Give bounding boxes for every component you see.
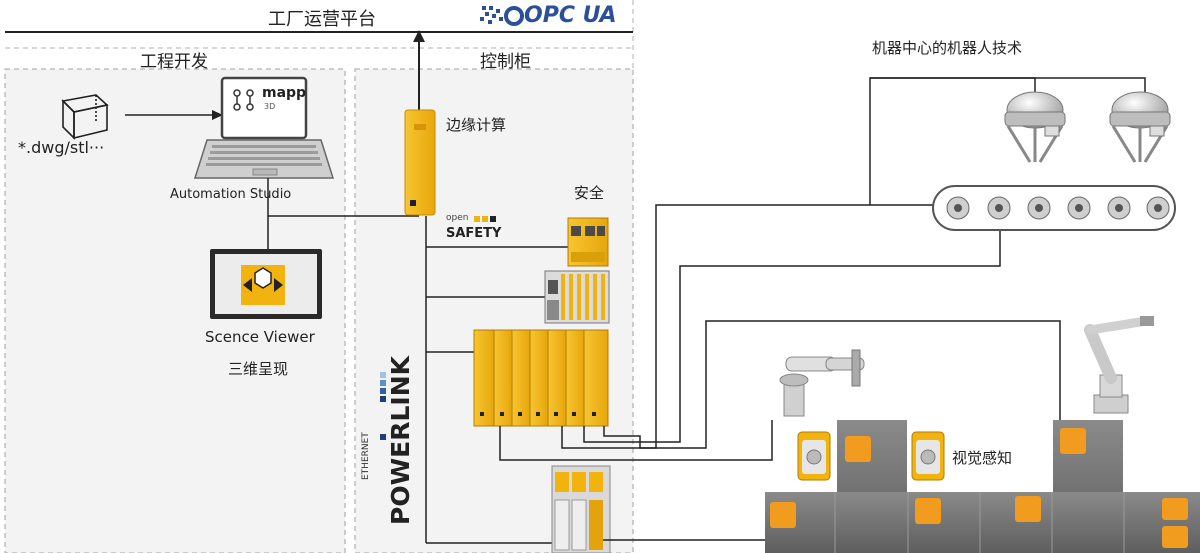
safety-module-1 <box>567 217 609 267</box>
ethernet-small-text: ETHERNET <box>361 432 371 480</box>
powerlink-main-text: POWERLINK <box>386 355 415 525</box>
vision-camera-2 <box>911 431 945 481</box>
file-format-label: *.dwg/stl··· <box>18 138 105 157</box>
laptop-icon <box>193 76 335 179</box>
delta-robotics-label: 机器中心的机器人技术 <box>872 39 1023 57</box>
vision-label: 视觉感知 <box>952 449 1013 467</box>
file-to-laptop-arrow <box>212 110 223 120</box>
plc-module <box>551 465 611 553</box>
opensafety-main-text: SAFETY <box>446 226 502 241</box>
edge-computing-label: 边缘计算 <box>446 116 507 134</box>
scene-viewer-monitor <box>210 249 322 319</box>
engineering-zone-title: 工程开发 <box>140 52 208 72</box>
cabinet-zone-title: 控制柜 <box>480 52 531 72</box>
delta-robot-1 <box>1004 91 1066 163</box>
conveyor <box>932 185 1176 231</box>
scene-viewer-label: Scence Viewer <box>205 328 315 346</box>
opcua-logo-text: OPC UA <box>524 3 617 28</box>
articulated-robot <box>1084 316 1154 414</box>
opensafety-top-text: open <box>446 213 469 223</box>
machine-blocks <box>765 420 1200 553</box>
servo-drive-bank <box>473 329 609 427</box>
laptop-screen-brand: mapp <box>262 85 307 101</box>
field-signal-lines <box>499 77 1146 541</box>
laptop-screen-sub: 3D <box>264 102 276 111</box>
opcua-logo <box>480 6 524 26</box>
delta-robot-2 <box>1109 91 1171 163</box>
3d-render-label: 三维呈现 <box>228 360 289 378</box>
scara-robot <box>779 349 865 417</box>
cube-icon <box>61 94 109 140</box>
io-module <box>544 270 610 324</box>
vision-camera-1 <box>797 431 831 481</box>
edge-to-platform-arrow <box>413 30 425 42</box>
edge-computing-module <box>404 109 436 216</box>
platform-title: 工厂运营平台 <box>268 9 376 30</box>
opensafety-logo-dots <box>474 216 496 222</box>
powerlink-logo-bars <box>380 372 386 440</box>
automation-studio-label: Automation Studio <box>170 187 292 202</box>
safety-label: 安全 <box>574 184 605 202</box>
